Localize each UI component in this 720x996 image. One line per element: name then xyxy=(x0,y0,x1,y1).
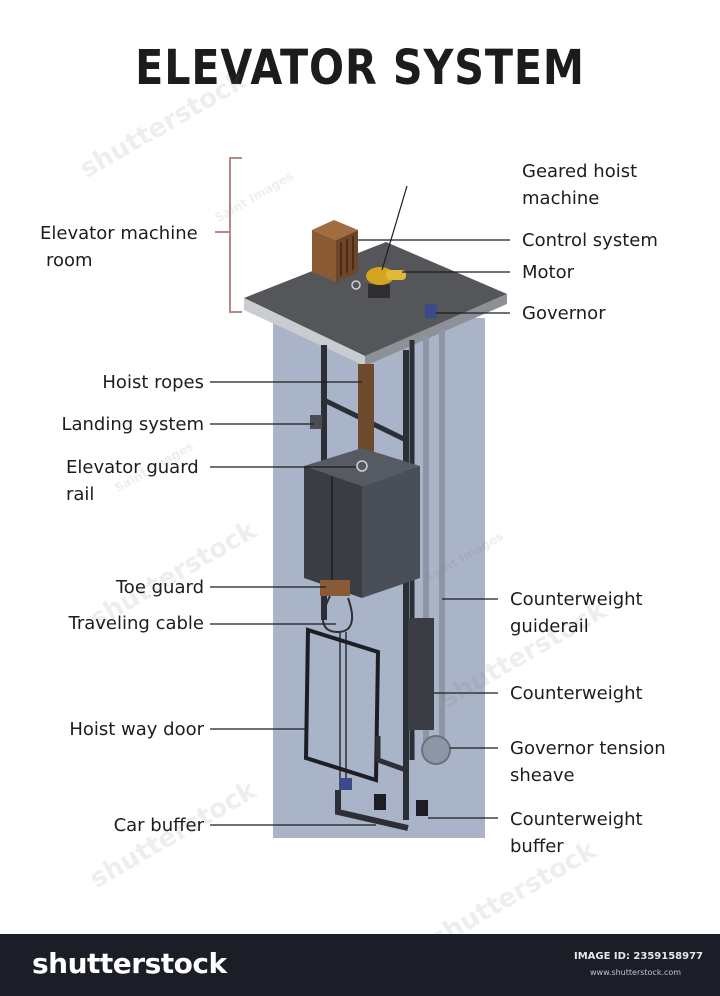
label-line: machine xyxy=(522,188,600,209)
label-traveling-cable: Traveling cable xyxy=(68,613,205,634)
machine-room-floor-edge-left xyxy=(244,298,365,366)
label-machine-room: Elevator machine room xyxy=(40,220,198,274)
label-line: Elevator machine xyxy=(40,223,198,244)
footer-site[interactable]: www.shutterstock.com xyxy=(590,968,682,977)
hoist-machine-base xyxy=(368,284,390,298)
label-line: sheave xyxy=(510,765,575,786)
label-line: Counterweight xyxy=(510,589,643,610)
label-hoist-way-door: Hoist way door xyxy=(69,719,204,740)
machine-room-floor-edge-right xyxy=(365,294,507,366)
label-motor: Motor xyxy=(522,262,575,283)
label-car-buffer: Car buffer xyxy=(113,815,204,836)
governor-tension-sheave xyxy=(421,735,451,765)
car-top xyxy=(304,448,420,486)
counterweight xyxy=(408,618,434,730)
car-buffer-block xyxy=(340,778,352,790)
label-control-system: Control system xyxy=(522,230,658,251)
label-line: Counterweight xyxy=(510,809,643,830)
counterweight-buffer xyxy=(416,800,428,816)
label-gov-tension: Governor tension sheave xyxy=(510,735,666,789)
machine-room-bracket xyxy=(229,157,242,313)
toe-guard xyxy=(320,580,350,596)
label-line: Geared hoist xyxy=(522,161,638,182)
traveling-cable xyxy=(322,595,354,634)
car-buffer xyxy=(374,794,386,810)
pit-frame xyxy=(335,790,409,831)
label-geared-hoist: Geared hoist machine xyxy=(522,158,637,212)
page-title: ELEVATOR SYSTEM xyxy=(135,40,585,96)
label-governor: Governor xyxy=(522,303,606,324)
label-toe-guard: Toe guard xyxy=(115,577,204,598)
label-cw-buffer: Counterweight buffer xyxy=(510,806,643,860)
label-counterweight: Counterweight xyxy=(510,683,643,704)
label-line: rail xyxy=(66,484,95,505)
control-cabinet-top xyxy=(312,220,358,240)
label-line: room xyxy=(46,250,93,271)
control-cabinet-front xyxy=(312,230,336,282)
footer-image-id: IMAGE ID: 2359158977 xyxy=(574,951,704,962)
label-guard-rail: Elevator guard rail xyxy=(66,454,199,508)
car-right xyxy=(362,466,420,598)
label-line: buffer xyxy=(510,836,564,857)
hoistway-door xyxy=(303,627,381,783)
label-cw-guiderail: Counterweight guiderail xyxy=(510,586,643,640)
footer-bar: shutterstock IMAGE ID: 2359158977 www.sh… xyxy=(0,934,720,996)
machine-room-floor xyxy=(244,242,507,356)
label-landing-system: Landing system xyxy=(61,414,204,435)
landing-system xyxy=(310,415,322,429)
footer-logo[interactable]: shutterstock xyxy=(32,947,227,980)
hoist-ropes xyxy=(358,364,374,460)
label-line: Elevator guard xyxy=(66,457,199,478)
label-line: guiderail xyxy=(510,616,589,637)
governor xyxy=(425,304,437,318)
label-line: Governor tension xyxy=(510,738,666,759)
label-hoist-ropes: Hoist ropes xyxy=(102,372,204,393)
